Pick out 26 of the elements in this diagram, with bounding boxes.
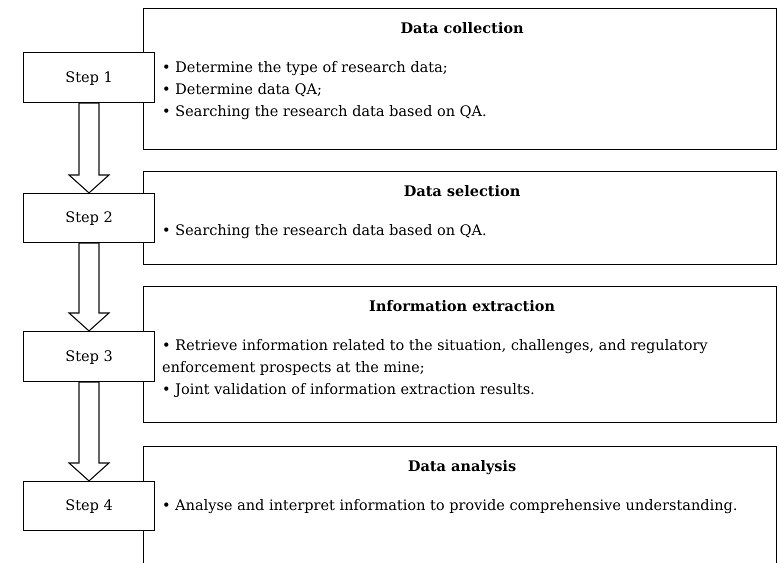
- stage-panel: [143, 446, 777, 563]
- stage-panel: [143, 8, 777, 150]
- step-box: [23, 52, 155, 103]
- step-box: [23, 481, 155, 531]
- stage-panel: [143, 171, 777, 265]
- bullet-item: • Searching the research data based on QA.: [162, 103, 488, 122]
- bullet-item: • Determine the type of research data;: [162, 59, 449, 78]
- step-label: Step 1: [65, 70, 113, 86]
- step-label: Step 2: [65, 210, 113, 226]
- stage-heading: Data selection: [402, 182, 522, 202]
- stage-heading: Information extraction: [368, 297, 556, 317]
- bullet-item: • Retrieve information related to the situation, challenges, and regulatory enforcement prospects at the mine;: [162, 337, 709, 378]
- block-arrow: [67, 102, 111, 194]
- stage-heading: Data analysis: [406, 457, 518, 477]
- step-label: Step 3: [65, 348, 113, 364]
- bullet-item: • Analyse and interpret information to provide comprehensive understanding.: [162, 497, 738, 516]
- stage-panel: [143, 286, 777, 423]
- bullet-item: • Searching the research data based on QA.: [162, 222, 488, 241]
- block-arrow: [67, 381, 111, 482]
- stage-heading: Data collection: [399, 19, 525, 39]
- step-label: Step 4: [65, 498, 113, 514]
- step-box: [23, 331, 155, 382]
- bullet-item: • Determine data QA;: [162, 81, 323, 100]
- block-arrow: [67, 242, 111, 332]
- step-box: [23, 193, 155, 243]
- bullet-item: • Joint validation of information extraction results.: [162, 381, 536, 400]
